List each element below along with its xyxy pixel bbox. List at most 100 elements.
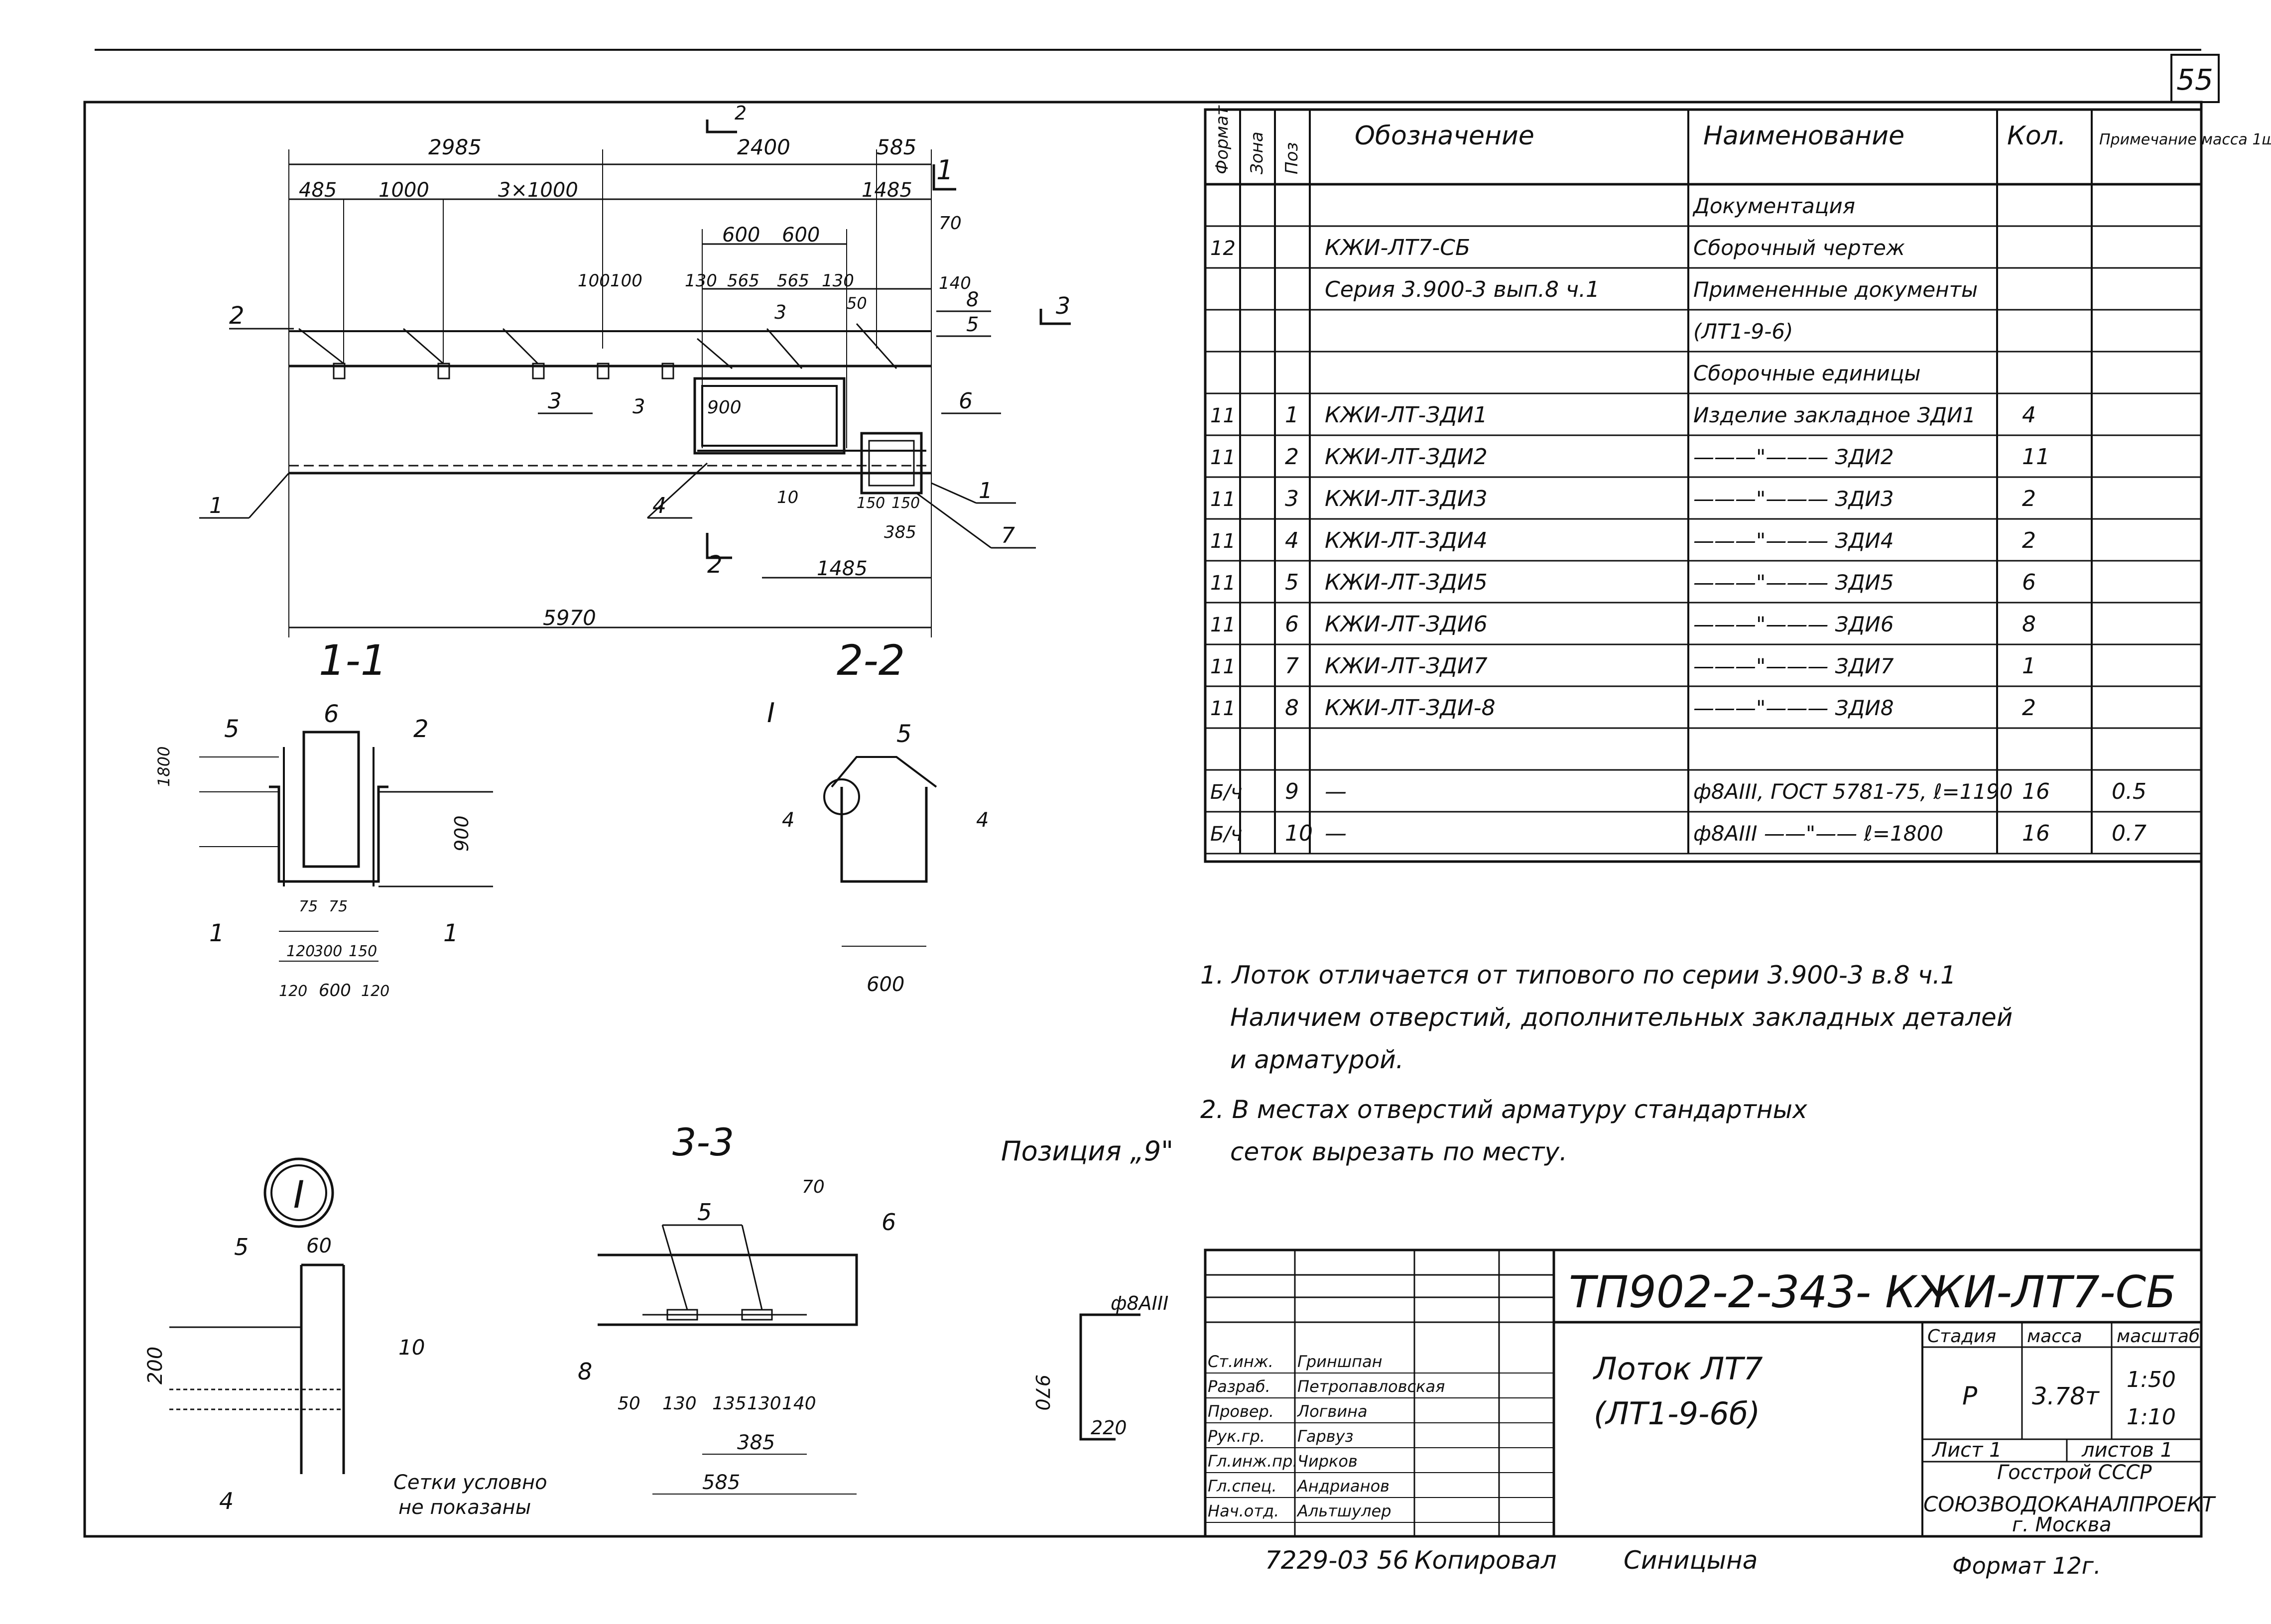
spec-cell-7-4: ———"——— ЗДИ3 (1693, 487, 1894, 511)
section-1-1: 1-1 5 6 2 1 1 900 1800 75 75 120 300 150… (154, 636, 493, 1000)
position-9-dim-220: 220 (1091, 1417, 1127, 1439)
detailI-dim-60: 60 (306, 1235, 332, 1257)
spec-cell-7-2: 3 (1285, 486, 1299, 511)
tb-stage-header: Стадия (1927, 1326, 1996, 1347)
tb-person-6: Альтшулер (1296, 1501, 1391, 1520)
tb-role-1: Разраб. (1208, 1377, 1270, 1396)
s33-dim-385: 385 (737, 1431, 775, 1454)
spec-cell-14-4: ф8АIII, ГОСТ 5781-75, ℓ=1190 (1693, 779, 2013, 804)
dim-900: 900 (707, 397, 742, 418)
s11-dim-300: 300 (314, 943, 342, 960)
spec-cell-9-0: 11 (1210, 572, 1236, 595)
footer-inv: 7229-03 56 (1265, 1546, 1408, 1575)
tb-role-3: Рук.гр. (1208, 1427, 1265, 1446)
spec-cell-6-0: 11 (1210, 446, 1236, 469)
spec-cell-11-2: 7 (1285, 653, 1299, 679)
dim-5970: 5970 (543, 606, 596, 630)
spec-cell-5-3: КЖИ-ЛТ-ЗДИ1 (1325, 402, 1488, 428)
tb-scale-header: масштаб (2117, 1326, 2200, 1347)
spec-header-5: Кол. (2007, 121, 2066, 151)
tb-role-0: Ст.инж. (1208, 1352, 1273, 1371)
s11-dim-120b: 120 (279, 983, 307, 1000)
s33-dim-140: 140 (782, 1393, 816, 1414)
spec-cell-7-0: 11 (1210, 488, 1236, 511)
section-2-2-title: 2-2 (837, 636, 905, 685)
spec-cell-5-5: 4 (2022, 402, 2036, 428)
section-3-3: 3-3 5 6 8 70 50 130 135 130 140 385 585 (578, 1120, 896, 1495)
note-line-2: Наличием отверстий, дополнительных закла… (1230, 1003, 2013, 1032)
footer-format: Формат 12г. (1952, 1552, 2101, 1579)
dim-30-50: 50 (847, 294, 867, 313)
spec-cell-5-2: 1 (1285, 402, 1299, 428)
spec-header-6: Примечание масса 1шт. кг (2099, 131, 2271, 148)
spec-cell-10-3: КЖИ-ЛТ-ЗДИ6 (1325, 612, 1488, 637)
detailI-note-1: Сетки условно (393, 1471, 547, 1494)
leader-1-right: 1 (979, 478, 993, 503)
tb-person-1: Петропавловская (1297, 1377, 1445, 1396)
detailI-leader-10: 10 (398, 1335, 425, 1360)
spec-cell-8-2: 4 (1285, 528, 1299, 553)
spec-cell-11-0: 11 (1210, 655, 1236, 678)
drawing-name-line1: Лоток ЛТ7 (1593, 1351, 1763, 1387)
dim-3x1000: 3×1000 (498, 179, 578, 202)
spec-cell-14-5: 16 (2022, 779, 2050, 804)
note-line-1: 1. Лоток отличается от типового по серии… (1200, 961, 1956, 990)
spec-cell-15-5: 16 (2022, 821, 2050, 846)
tb-mass-header: масса (2027, 1326, 2082, 1347)
spec-cell-7-3: КЖИ-ЛТ-ЗДИ3 (1325, 486, 1488, 511)
detailI-dim-200: 200 (144, 1347, 167, 1384)
dim-565a: 565 (727, 271, 759, 291)
s33-dim-130: 130 (662, 1393, 697, 1414)
spec-cell-10-0: 11 (1210, 614, 1236, 636)
position-9-label: ф8АIII (1111, 1292, 1168, 1314)
spec-cell-14-0: Б/ч (1210, 781, 1243, 804)
dim-1485: 1485 (862, 179, 912, 202)
position-9-dim-970: 970 (1031, 1374, 1053, 1411)
spec-cell-14-2: 9 (1285, 779, 1299, 804)
dim-130b: 130 (822, 271, 854, 291)
dim-100b: 100 (610, 271, 642, 291)
spec-cell-3-4: (ЛТ1-9-6) (1693, 319, 1793, 344)
leader-1-left: 1 (209, 493, 223, 518)
detailI-leader-4: 4 (219, 1488, 234, 1514)
dim-70: 70 (939, 213, 962, 234)
leader-3a: 3 (548, 388, 562, 414)
leader-8: 8 (966, 288, 979, 311)
spec-cell-15-2: 10 (1285, 821, 1313, 846)
footer: 7229-03 56 Копировал Синицына Формат 12г… (1265, 1546, 2101, 1579)
spec-header-2: Поз (1282, 142, 1302, 174)
detail-I: I 5 10 4 60 200 Сетки условно не показан… (144, 1157, 547, 1519)
dim-2400: 2400 (737, 135, 790, 159)
spec-cell-12-0: 11 (1210, 697, 1236, 720)
dim-150a: 150 (857, 495, 885, 512)
section-2-2: 2-2 I 5 4 4 600 (767, 636, 989, 996)
cut-2-bottom: 2 (707, 551, 723, 579)
leader-3b: 3 (632, 395, 645, 418)
tb-role-6: Нач.отд. (1208, 1501, 1279, 1520)
s22-leader-4a: 4 (782, 809, 794, 832)
tb-sheets: листов 1 (2081, 1439, 2173, 1462)
detailI-note-2: не показаны (398, 1496, 531, 1519)
drawing-code: ТП902-2-343- КЖИ-ЛТ7-СБ (1569, 1266, 2176, 1318)
s11-leader-1-right: 1 (443, 919, 459, 947)
leader-5: 5 (966, 313, 979, 336)
spec-cell-4-4: Сборочные единицы (1693, 361, 1921, 385)
section-1-1-title: 1-1 (319, 636, 387, 685)
tb-person-4: Чирков (1297, 1452, 1358, 1471)
dim-140: 140 (939, 273, 971, 293)
spec-header-0: Формат (1212, 105, 1232, 174)
s33-leader-5: 5 (697, 1199, 712, 1226)
spec-header-4: Наименование (1703, 121, 1904, 151)
tb-person-5: Андрианов (1296, 1477, 1389, 1496)
spec-cell-7-5: 2 (2022, 486, 2036, 511)
tb-sheet: Лист 1 (1931, 1439, 2002, 1462)
spec-cell-15-6: 0.7 (2112, 821, 2146, 846)
spec-cell-8-4: ———"——— ЗДИ4 (1693, 528, 1894, 553)
tb-org-2: СОЮЗВОДОКАНАЛПРОЕКТ (1923, 1492, 2216, 1516)
tb-mass: 3.78т (2032, 1382, 2100, 1410)
s11-dim-600: 600 (319, 981, 351, 1000)
spec-cell-14-3: — (1325, 779, 1347, 804)
s11-dim-1800: 1800 (154, 747, 173, 787)
